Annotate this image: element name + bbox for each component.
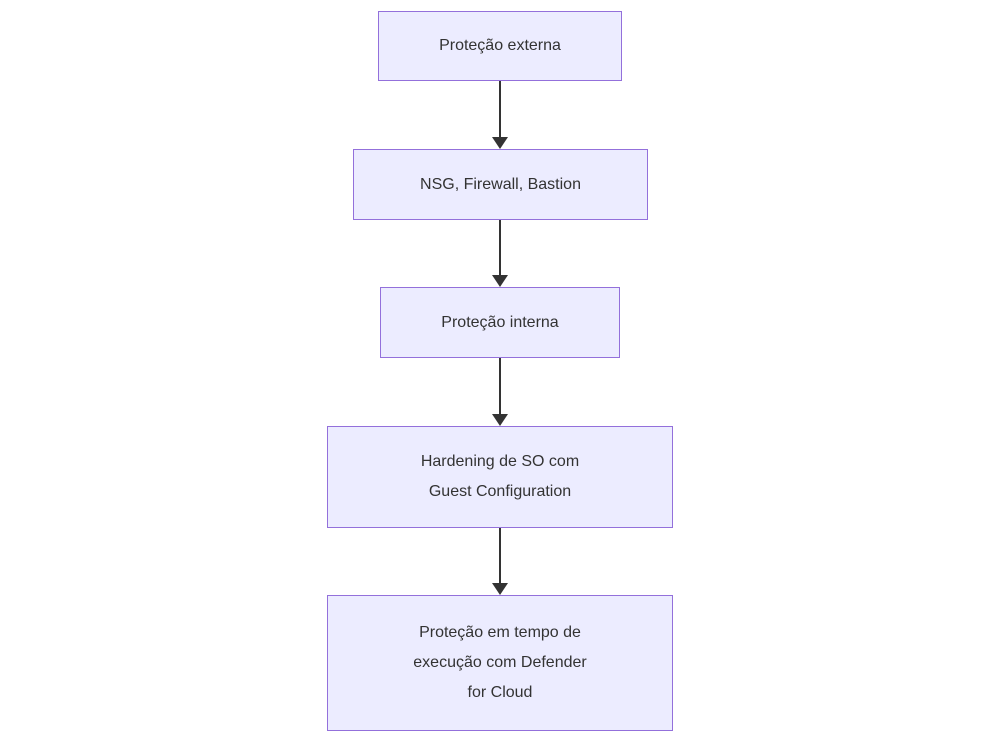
node-protecao-externa: Proteção externa	[378, 11, 622, 81]
edge-n4-n5	[492, 528, 508, 595]
node-label: NSG, Firewall, Bastion	[420, 175, 581, 193]
edge-line	[499, 358, 501, 417]
node-protecao-tempo-execucao-defender: Proteção em tempo de execução com Defend…	[327, 595, 673, 731]
edge-line	[499, 528, 501, 586]
node-label: Proteção interna	[441, 313, 559, 331]
arrowhead-down-icon	[492, 414, 508, 426]
arrowhead-down-icon	[492, 583, 508, 595]
node-hardening-guest-configuration: Hardening de SO com Guest Configuration	[327, 426, 673, 528]
node-label: Hardening de SO com Guest Configuration	[420, 453, 580, 500]
node-nsg-firewall-bastion: NSG, Firewall, Bastion	[353, 149, 648, 220]
edge-line	[499, 81, 501, 140]
node-label: Proteção em tempo de execução com Defend…	[413, 624, 587, 701]
edge-line	[499, 220, 501, 278]
arrowhead-down-icon	[492, 137, 508, 149]
node-label: Proteção externa	[439, 37, 561, 54]
edge-n3-n4	[492, 358, 508, 426]
node-protecao-interna: Proteção interna	[380, 287, 620, 358]
edge-n2-n3	[492, 220, 508, 287]
arrowhead-down-icon	[492, 275, 508, 287]
edge-n1-n2	[492, 81, 508, 149]
